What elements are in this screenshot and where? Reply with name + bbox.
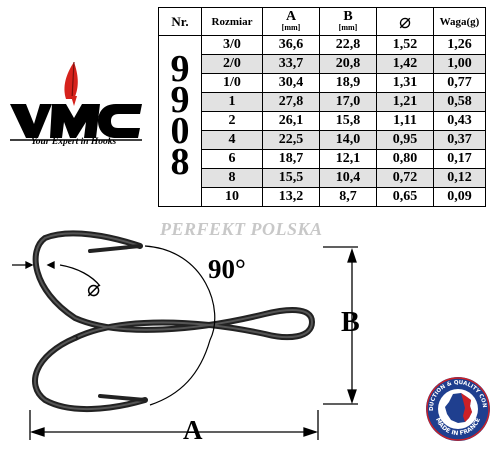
made-in-france-badge: PRODUCTION & QUALITY CONTROL MADE IN FRA…: [425, 376, 490, 441]
cell-b: 14,0: [319, 130, 377, 150]
cell-w: 0,09: [433, 187, 486, 207]
cell-b: 17,0: [319, 92, 377, 112]
cell-size: 2: [201, 111, 263, 131]
cell-b: 20,8: [319, 54, 377, 74]
spec-table-header-row: Nr. Rozmiar A [mm] B [mm] ⌀ Waga(g): [158, 7, 486, 36]
cell-w: 0,37: [433, 130, 486, 150]
cell-w: 1,26: [433, 35, 486, 55]
cell-d: 0,65: [376, 187, 434, 207]
dimension-a-label: A: [183, 415, 203, 445]
cell-size: 10: [201, 187, 263, 207]
cell-b: 12,1: [319, 149, 377, 169]
diameter-indicator: [12, 260, 101, 287]
cell-b: 22,8: [319, 35, 377, 55]
cell-d: 1,21: [376, 92, 434, 112]
cell-w: 1,00: [433, 54, 486, 74]
cell-d: 1,31: [376, 73, 434, 93]
cell-w: 0,12: [433, 168, 486, 188]
cell-size: 4: [201, 130, 263, 150]
header-b-label: B: [343, 9, 353, 24]
cell-w: 0,17: [433, 149, 486, 169]
cell-size: 2/0: [201, 54, 263, 74]
cell-size: 8: [201, 168, 263, 188]
dimension-b-line: [323, 246, 358, 405]
model-number-digit: 8: [170, 141, 190, 183]
dimension-a-line: [29, 410, 319, 440]
cell-w: 0,43: [433, 111, 486, 131]
cell-d: 1,11: [376, 111, 434, 131]
model-number-digit: 0: [170, 110, 190, 152]
cell-a: 33,7: [262, 54, 320, 74]
cell-b: 8,7: [319, 187, 377, 207]
cell-a: 18,7: [262, 149, 320, 169]
header-b-unit: [mm]: [338, 23, 358, 32]
vmc-logo-letters: [10, 104, 142, 138]
diameter-symbol: ⌀: [87, 276, 101, 301]
cell-a: 22,5: [262, 130, 320, 150]
vmc-logo-mark: [64, 61, 78, 106]
cell-b: 18,9: [319, 73, 377, 93]
cell-d: 0,72: [376, 168, 434, 188]
header-nr: Nr.: [158, 7, 202, 36]
dimension-b-label: B: [341, 307, 360, 338]
cell-a: 13,2: [262, 187, 320, 207]
vmc-logo: [10, 61, 142, 141]
hook-drawing: [32, 230, 316, 413]
header-b: B [mm]: [319, 7, 377, 36]
watermark: PERFEKT POLSKA: [160, 219, 323, 239]
model-number-digit: 9: [170, 79, 190, 121]
header-a-label: A: [285, 9, 297, 24]
cell-w: 0,77: [433, 73, 486, 93]
cell-d: 0,95: [376, 130, 434, 150]
cell-size: 6: [201, 149, 263, 169]
header-a-unit: [mm]: [281, 23, 301, 32]
angle-label: 90°: [208, 254, 246, 284]
logo-tagline: Your Expert in Hooks: [31, 137, 117, 147]
angle-arc: [144, 245, 216, 406]
model-number-digit: 9: [170, 48, 190, 90]
